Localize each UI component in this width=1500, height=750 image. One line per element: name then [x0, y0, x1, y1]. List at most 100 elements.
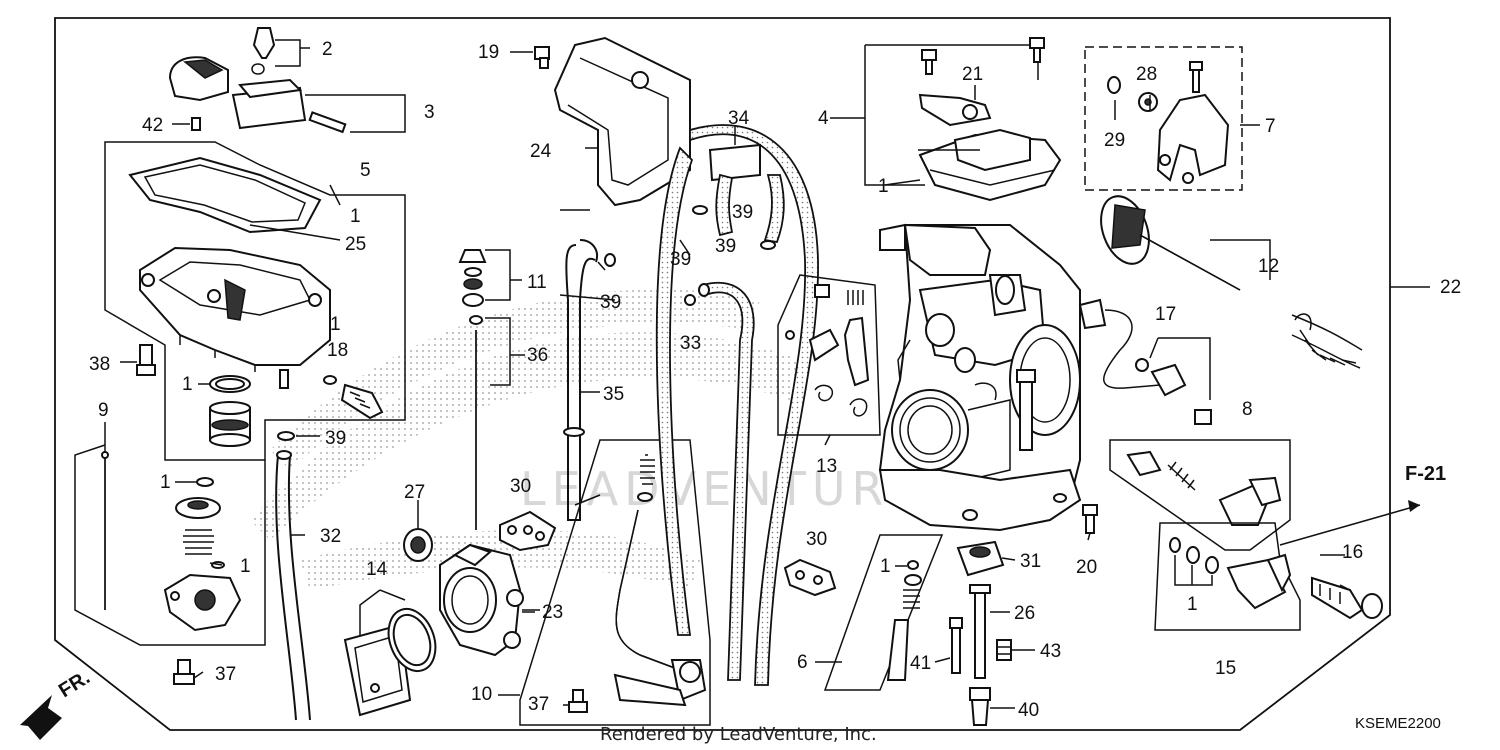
- part-12-screw-spring: [1100, 195, 1363, 369]
- label-36: 36: [527, 345, 548, 366]
- group-8-frame: [1109, 439, 1291, 551]
- part-26-tube: [969, 584, 991, 679]
- label-1-pump-bottom: 1: [240, 556, 251, 577]
- diagram-code: KSEME2200: [1355, 715, 1441, 732]
- label-9: 9: [98, 400, 109, 421]
- label-26: 26: [1014, 603, 1035, 624]
- part-2-valve: [251, 27, 310, 75]
- label-30-left: 30: [510, 476, 531, 497]
- label-22: 22: [1440, 277, 1461, 298]
- label-1-fitting: 1: [1187, 594, 1198, 615]
- label-37-right: 37: [528, 694, 549, 715]
- label-24: 24: [530, 141, 552, 162]
- group-13-frame: [777, 274, 881, 436]
- part-41-screw: [949, 617, 963, 674]
- part-14-diaphragm: [343, 608, 437, 717]
- f21-reference-arrow: [1279, 500, 1421, 546]
- label-1-pump-top: 1: [160, 472, 171, 493]
- group-6-frame: [823, 534, 944, 691]
- label-32: 32: [320, 526, 341, 547]
- label-23: 23: [542, 602, 563, 623]
- label-5: 5: [360, 160, 371, 181]
- part-30-plate-left: [499, 510, 557, 552]
- part-34-hose: [655, 124, 819, 686]
- part-31-float-holder: [956, 540, 1005, 577]
- part-30-plate-right: [783, 558, 837, 597]
- label-25: 25: [345, 234, 366, 255]
- group-10-frame: [519, 439, 711, 726]
- part-23-housing: [439, 543, 535, 657]
- part-drain-plug: [209, 401, 251, 447]
- label-2: 2: [322, 39, 333, 60]
- part-1-oring-bowl: [198, 375, 251, 393]
- group-5-frame: [104, 141, 406, 461]
- part-4-top-cover: [918, 37, 1062, 202]
- label-39-lower: 39: [715, 236, 736, 257]
- part-17-sensor: [1078, 298, 1212, 425]
- direction-tag-front: FR.: [55, 667, 94, 703]
- part-32-hose: [275, 454, 311, 721]
- label-41: 41: [910, 653, 931, 674]
- label-29: 29: [1104, 130, 1125, 151]
- part-35-hose: [563, 239, 616, 521]
- label-21: 21: [962, 64, 983, 85]
- part-9-rod: [101, 422, 109, 610]
- group-9-frame: [74, 444, 266, 646]
- label-43: 43: [1040, 641, 1061, 662]
- label-35: 35: [603, 384, 624, 405]
- label-14: 14: [366, 559, 388, 580]
- label-39-left: 39: [670, 249, 691, 270]
- label-12: 12: [1258, 256, 1279, 277]
- part-40-jet: [969, 687, 991, 726]
- part-10-cable: [613, 454, 707, 707]
- label-33: 33: [680, 333, 701, 354]
- part-38-bolt: [120, 344, 156, 376]
- part-11-needle-clip: [458, 249, 525, 530]
- label-10: 10: [471, 684, 492, 705]
- label-31: 31: [1020, 551, 1041, 572]
- part-18-screw: [323, 375, 384, 420]
- label-1-jet: 1: [880, 556, 891, 577]
- part-15-fitting: [1169, 537, 1292, 610]
- label-30-right: 30: [806, 529, 827, 550]
- label-18: 18: [327, 340, 348, 361]
- group-7-frame: [1084, 46, 1243, 191]
- label-39-hose35: 39: [600, 292, 621, 313]
- part-7-bracket: [1107, 61, 1230, 184]
- label-17: 17: [1155, 304, 1176, 325]
- label-28: 28: [1136, 64, 1157, 85]
- label-6: 6: [797, 652, 808, 673]
- part-37-bolt-left: [173, 659, 195, 685]
- label-42: 42: [142, 115, 163, 136]
- label-15: 15: [1215, 658, 1236, 679]
- carburetor-body: [878, 223, 1082, 532]
- front-direction-arrow: [20, 695, 62, 740]
- part-13-linkage: [785, 284, 870, 417]
- part-20-screw: [1082, 504, 1098, 534]
- reference-tag-f21: F-21: [1405, 463, 1446, 485]
- part-8-valve: [1126, 450, 1282, 526]
- label-7: 7: [1265, 116, 1276, 137]
- part-3-cover: [168, 56, 406, 134]
- part-33-hose: [698, 281, 755, 681]
- label-40: 40: [1018, 700, 1039, 721]
- label-1-gasket: 1: [350, 206, 361, 227]
- part-39-clip-bowl: [277, 369, 320, 441]
- part-float-bowl: [139, 246, 331, 372]
- label-38: 38: [89, 354, 110, 375]
- part-43-bolt: [996, 639, 1012, 661]
- group-15-frame: [1154, 522, 1301, 631]
- part-39-clips: [684, 205, 776, 306]
- label-16: 16: [1342, 542, 1363, 563]
- part-19-screw: [510, 46, 550, 69]
- callout-labels: 2 3 42 5 1 25 1 18 38 1 9 39 1 1 37 32 2…: [55, 39, 1461, 745]
- watermark-text: LEADVENTURE: [520, 462, 925, 516]
- leader-lines: [175, 85, 1351, 709]
- part-25-gasket: [128, 156, 322, 234]
- label-3: 3: [424, 102, 435, 123]
- label-13: 13: [816, 456, 837, 477]
- label-8: 8: [1242, 399, 1253, 420]
- part-6-jet: [886, 560, 922, 681]
- part-16-fitting: [1311, 576, 1383, 620]
- label-39-upper: 39: [732, 202, 753, 223]
